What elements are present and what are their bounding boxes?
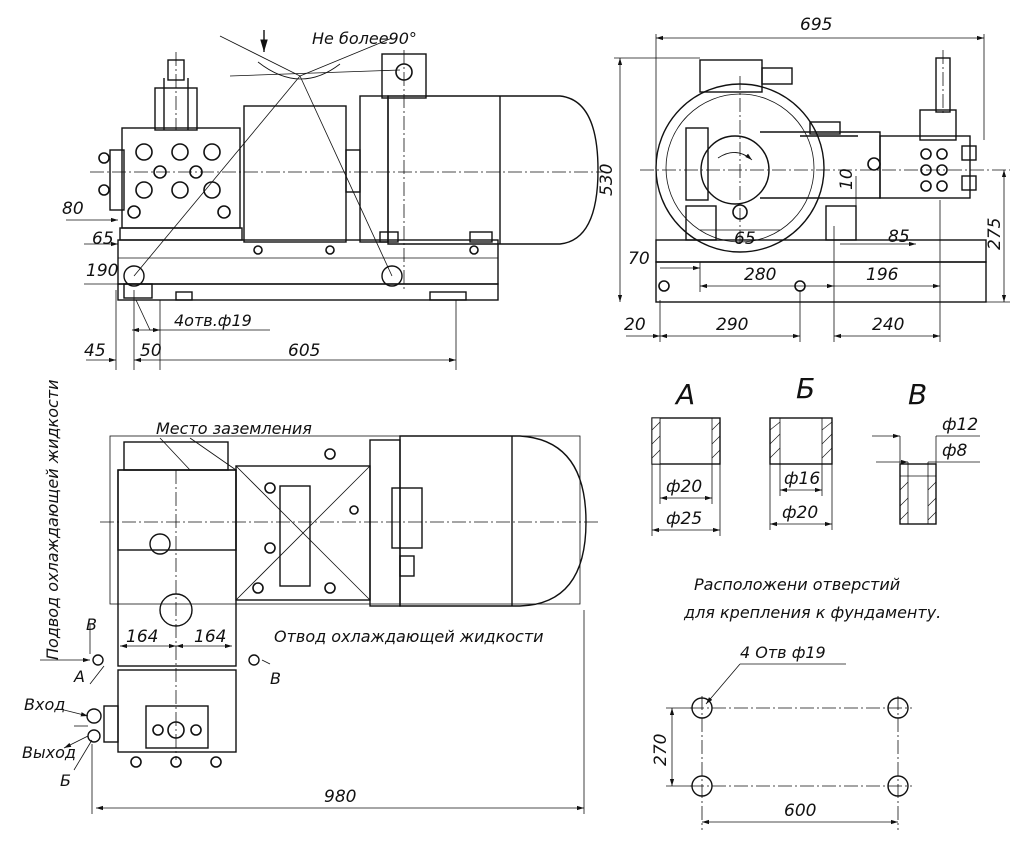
label-texts: Не более90° 4отв.ф19 Место заземления По… (22, 29, 544, 790)
mark-a: А (73, 667, 85, 686)
side-view (614, 34, 1010, 342)
detail-a-d1: ф20 (666, 477, 702, 497)
dim-695: 695 (800, 15, 832, 35)
dim-85: 85 (888, 227, 910, 247)
foundation-texts: Расположени отверстий для крепления к фу… (683, 575, 941, 662)
dim-196: 196 (866, 265, 899, 285)
dim-20: 20 (624, 315, 646, 335)
top-view (40, 435, 600, 814)
detail-a-d2: ф25 (666, 509, 702, 529)
dim-10: 10 (837, 168, 857, 190)
detail-b-d1: ф16 (784, 469, 820, 489)
dim-65-side: 65 (734, 229, 756, 249)
dim-275: 275 (985, 218, 1005, 250)
dim-50: 50 (140, 341, 162, 361)
detail-b-d2: ф20 (782, 503, 818, 523)
dim-280: 280 (744, 265, 776, 285)
coolant-out-note: Отвод охлаждающей жидкости (274, 627, 544, 646)
dim-45: 45 (84, 341, 106, 361)
mark-v-left: В (86, 615, 97, 634)
foundation-holes: 4 Отв ф19 (740, 643, 826, 662)
dim-164-right: 164 (194, 627, 226, 647)
dim-290: 290 (716, 315, 748, 335)
dim-70: 70 (628, 249, 650, 269)
dim-980: 980 (324, 787, 356, 807)
inlet-label: Вход (24, 695, 65, 714)
outlet-label: Выход (22, 743, 76, 762)
dim-240: 240 (872, 315, 904, 335)
dim-600: 600 (784, 801, 816, 821)
dim-80: 80 (62, 199, 84, 219)
coolant-in-note: Подвод охлаждающей жидкости (43, 379, 62, 660)
dim-65: 65 (92, 229, 114, 249)
detail-a (651, 417, 721, 536)
detail-b (769, 417, 833, 530)
foundation-title-2: для крепления к фундаменту. (683, 603, 941, 622)
foundation-title-1: Расположени отверстий (694, 575, 900, 594)
detail-v (872, 433, 980, 525)
mark-v-right: В (270, 669, 281, 688)
dim-270: 270 (651, 734, 671, 766)
detail-texts: А ф20 ф25 Б ф16 ф20 В ф12 ф8 (666, 372, 978, 529)
holes-note: 4отв.ф19 (174, 311, 252, 330)
detail-v-d1: ф12 (942, 415, 978, 435)
dimension-texts: 695 530 275 10 85 65 70 280 196 20 290 2… (62, 15, 1005, 821)
detail-a-letter: А (674, 378, 695, 411)
foundation-layout (666, 663, 912, 830)
angle-note: Не более90° (312, 29, 417, 48)
dim-164-left: 164 (126, 627, 158, 647)
pump-bolts (98, 143, 231, 219)
detail-v-d2: ф8 (942, 441, 968, 461)
front-view (66, 30, 605, 370)
detail-b-letter: Б (796, 372, 815, 405)
dim-530: 530 (597, 164, 617, 196)
mark-b: Б (60, 771, 71, 790)
ground-note: Место заземления (156, 419, 312, 438)
dim-605: 605 (288, 341, 320, 361)
dim-190: 190 (86, 261, 118, 281)
detail-v-letter: В (908, 378, 927, 411)
